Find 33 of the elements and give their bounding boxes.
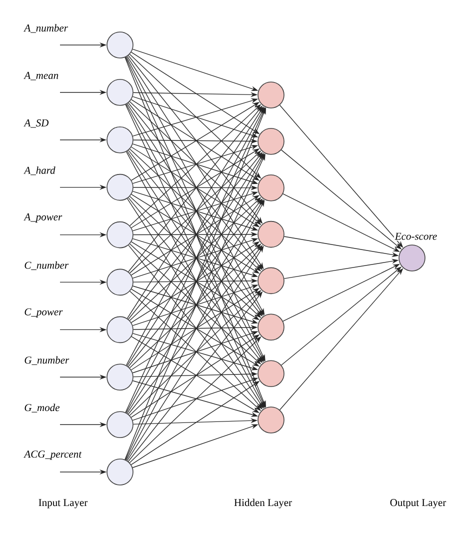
input-label: A_mean: [24, 72, 58, 80]
layer-label: Hidden Layer: [234, 498, 292, 508]
output-neuron: [398, 244, 426, 272]
input-neuron: [106, 411, 134, 438]
layer-label: Output Layer: [390, 499, 446, 508]
hidden-neuron: [258, 314, 284, 340]
input-neuron: [106, 316, 134, 344]
hidden-neuron: [258, 220, 284, 248]
input-label: A_SD: [24, 119, 49, 128]
hidden-neuron: [258, 406, 284, 434]
input-neuron: [106, 364, 134, 390]
input-label: A_power: [24, 213, 62, 223]
hidden-neuron: [258, 360, 284, 387]
output-label: Eco-score: [394, 232, 437, 240]
hidden-neuron: [258, 267, 284, 294]
input-label: G_mode: [24, 404, 60, 412]
input-neuron: [106, 221, 134, 248]
input-label: A_number: [24, 24, 68, 33]
input-neuron: [106, 126, 134, 154]
layer-label: Input Layer: [38, 499, 88, 508]
hidden-neuron: [258, 128, 284, 155]
input-label: ACG_percent: [24, 450, 82, 460]
hidden-neuron: [258, 174, 284, 202]
hidden-neuron: [258, 82, 284, 108]
input-neuron: [106, 268, 134, 296]
input-label: A_hard: [24, 166, 56, 176]
input-label: C_power: [24, 308, 63, 318]
input-neuron: [106, 458, 134, 486]
input-label: G_number: [24, 356, 70, 365]
input-label: C_number: [24, 261, 69, 270]
input-neuron: [106, 32, 134, 58]
input-neuron: [106, 79, 134, 106]
input-neuron: [106, 174, 134, 201]
